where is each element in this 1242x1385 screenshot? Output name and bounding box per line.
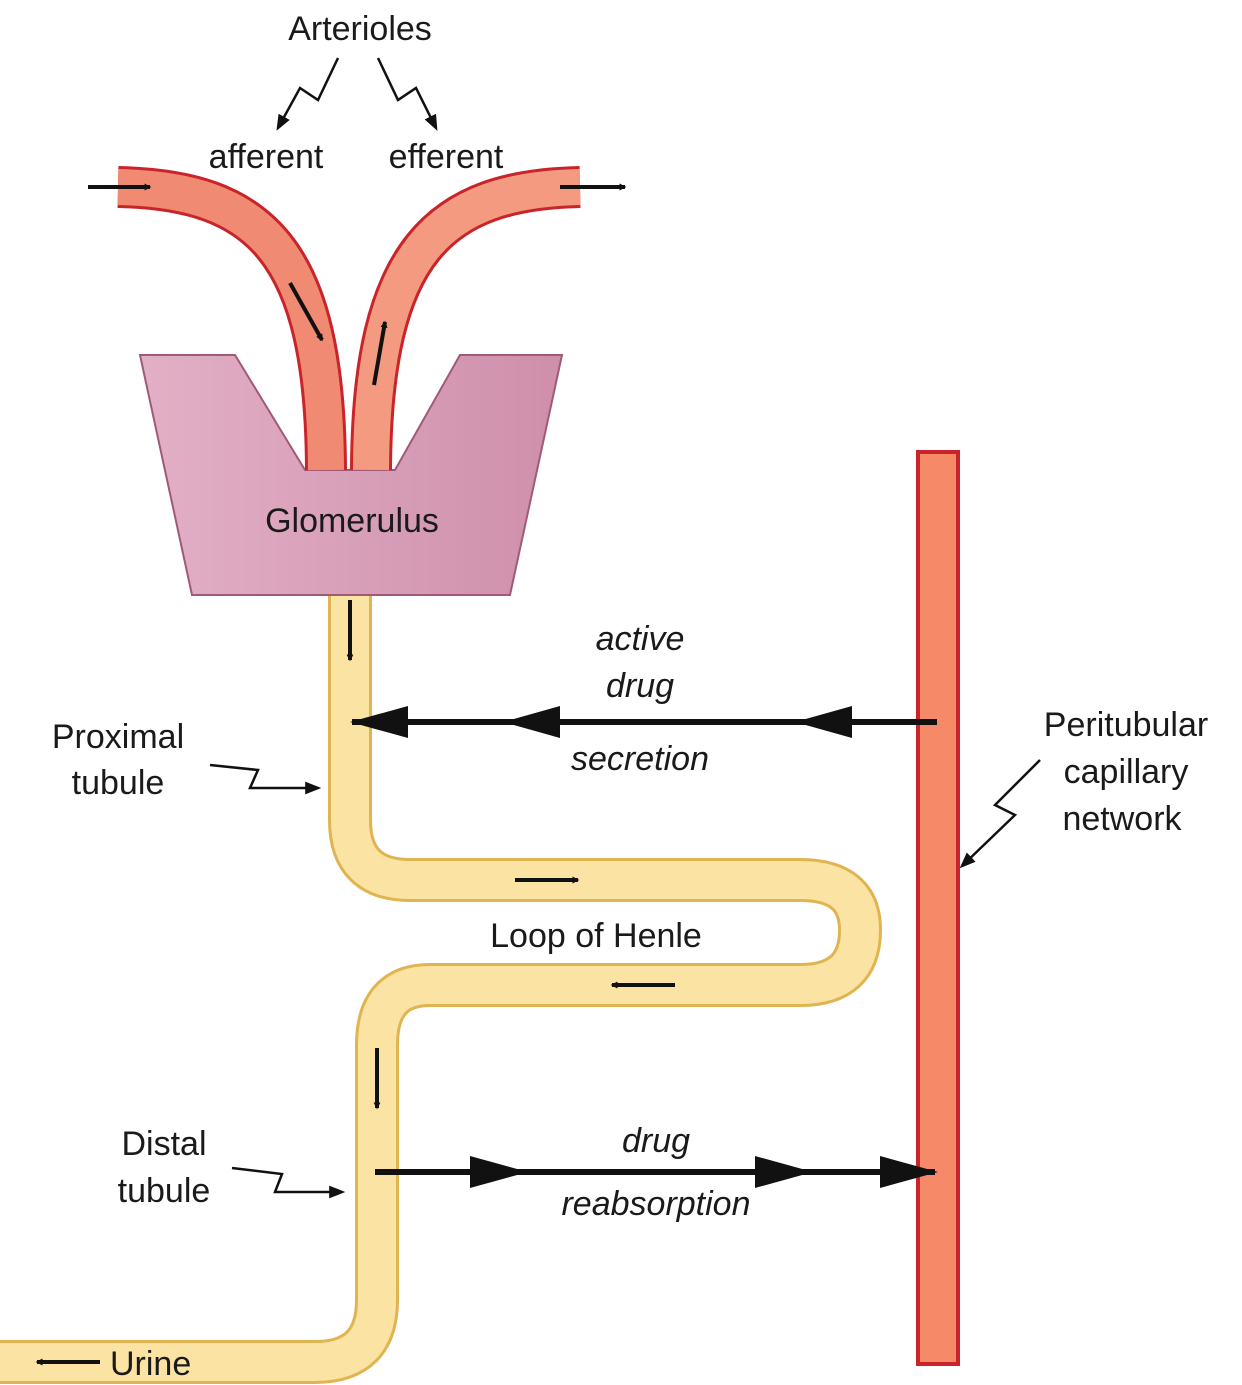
loop-of-henle-label: Loop of Henle bbox=[490, 917, 702, 955]
glomerulus-label: Glomerulus bbox=[265, 502, 439, 540]
arterioles-label: Arterioles bbox=[288, 10, 432, 48]
glomerulus-shape bbox=[140, 355, 562, 595]
efferent-pointer bbox=[378, 58, 436, 128]
secretion-label-line3: secretion bbox=[571, 740, 709, 778]
afferent-pointer bbox=[278, 58, 338, 128]
reabsorption-arrow bbox=[375, 1156, 938, 1188]
urine-label: Urine bbox=[110, 1345, 191, 1383]
afferent-label: afferent bbox=[209, 138, 324, 176]
proximal-label-line2: tubule bbox=[72, 764, 165, 802]
secretion-label-line2: drug bbox=[606, 667, 674, 705]
peritubular-label-line3: network bbox=[1062, 800, 1182, 838]
secretion-label-line1: active bbox=[596, 620, 685, 658]
peritubular-pointer bbox=[962, 760, 1040, 866]
secretion-arrow bbox=[350, 706, 937, 738]
peritubular-label-line1: Peritubular bbox=[1044, 706, 1208, 744]
proximal-label-line1: Proximal bbox=[52, 718, 184, 756]
reabsorption-label-line2: reabsorption bbox=[561, 1185, 750, 1223]
renal-tubule bbox=[0, 590, 860, 1362]
distal-label-line1: Distal bbox=[121, 1125, 206, 1163]
peritubular-label-line2: capillary bbox=[1064, 753, 1189, 791]
reabsorption-label-line1: drug bbox=[622, 1122, 690, 1160]
distal-pointer bbox=[232, 1168, 342, 1192]
peritubular-capillary bbox=[918, 452, 958, 1364]
distal-label-line2: tubule bbox=[118, 1172, 211, 1210]
proximal-pointer bbox=[210, 765, 318, 788]
efferent-label: efferent bbox=[389, 138, 504, 176]
